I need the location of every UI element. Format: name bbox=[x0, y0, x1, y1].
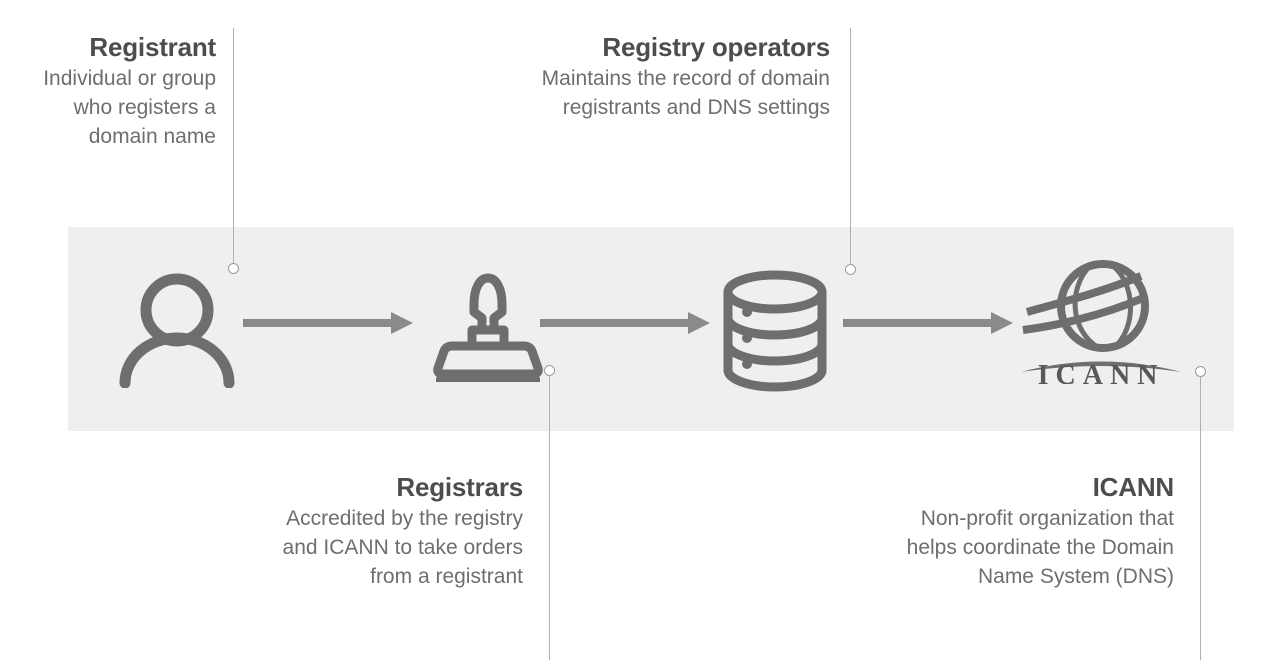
node-title-registrant: Registrant bbox=[89, 32, 216, 62]
connector-line-icann bbox=[1200, 373, 1201, 660]
connector-line-registry-operators bbox=[850, 28, 851, 269]
node-desc-registry-operators: Maintains the record of domain registran… bbox=[541, 67, 830, 119]
node-label-icann: ICANN Non-profit organization that helps… bbox=[884, 470, 1175, 591]
node-desc-registrant: Individual or group who registers a doma… bbox=[43, 67, 216, 148]
node-title-registry-operators: Registry operators bbox=[602, 32, 830, 62]
connector-line-registrant bbox=[233, 28, 234, 268]
connector-line-registrars bbox=[549, 372, 550, 660]
connector-dot-registrars bbox=[544, 365, 555, 376]
stamp-icon bbox=[430, 272, 546, 382]
node-label-registrars: Registrars Accredited by the registry an… bbox=[275, 470, 524, 591]
database-icon bbox=[722, 270, 828, 392]
node-title-registrars: Registrars bbox=[396, 472, 523, 502]
icann-wordmark: ICANN bbox=[1038, 360, 1165, 384]
node-label-registry-operators: Registry operators Maintains the record … bbox=[500, 30, 831, 122]
connector-dot-registry-operators bbox=[845, 264, 856, 275]
node-label-registrant: Registrant Individual or group who regis… bbox=[20, 30, 216, 151]
connector-dot-icann bbox=[1195, 366, 1206, 377]
node-title-icann: ICANN bbox=[1092, 472, 1175, 502]
person-icon bbox=[115, 272, 239, 388]
icann-logo-icon: ICANN bbox=[1017, 258, 1185, 384]
node-desc-icann: Non-profit organization that helps coord… bbox=[906, 507, 1174, 588]
arrow-registry-to-icann bbox=[843, 312, 1013, 334]
arrow-registrant-to-registrars bbox=[243, 312, 413, 334]
arrow-registrars-to-registry bbox=[540, 312, 710, 334]
node-desc-registrars: Accredited by the registry and ICANN to … bbox=[282, 507, 523, 588]
connector-dot-registrant bbox=[228, 263, 239, 274]
